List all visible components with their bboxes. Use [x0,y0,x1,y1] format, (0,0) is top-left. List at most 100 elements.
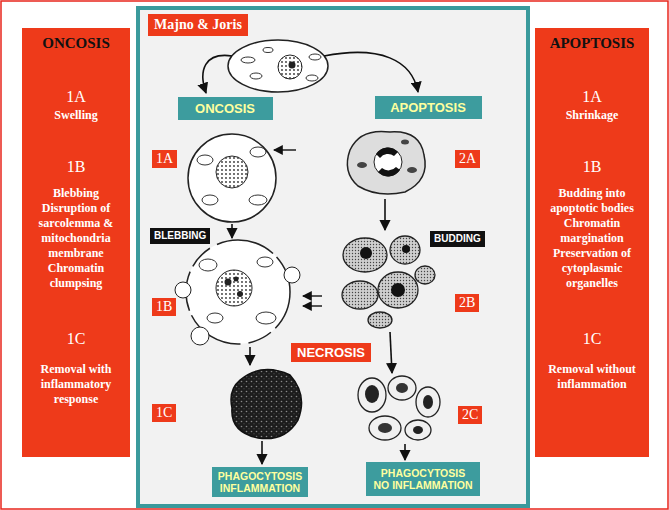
panel-num: 1A [26,88,126,106]
panel-body: Shrinkage [539,108,645,123]
outcome-tag: NECROSIS [291,343,371,362]
apoptotic-bodies [369,416,401,440]
center-panel [138,8,528,506]
normal-cell [250,73,262,79]
swollen-cell [216,156,248,188]
stage-arrow [390,332,392,373]
normal-cell [309,54,321,60]
box-label: PHAGOCYTOSIS [372,467,474,479]
apoptotic-bodies [358,376,440,440]
box-label: PHAGOCYTOSIS [218,470,302,482]
blebbing-cell [256,312,276,324]
pathway-box: APOPTOSIS [375,96,482,119]
shrunken-cell [374,148,402,176]
blebbing-cell [207,313,223,323]
normal-cell [263,48,273,53]
normal-cell [241,57,255,63]
box-label: NECROSIS [297,345,365,360]
budding-cell [342,281,378,309]
swollen-cell [250,147,266,157]
shrunken-cell [401,140,409,145]
blebbing-cell [175,282,191,298]
shrunken-cell [376,148,398,158]
apoptotic-bodies [423,395,433,409]
stage-arrow [404,444,406,460]
swollen-cell [249,195,267,205]
stage-arrow [231,224,233,238]
apoptotic-bodies [358,378,386,412]
panel-body: Budding into apoptotic bodies [539,186,645,216]
swollen-cell [274,149,296,150]
budding-cell [378,272,418,308]
panel-body: Blebbing [26,186,126,201]
box-label: 1B [156,299,172,315]
stage-number: 2C [458,406,482,424]
stage-number: 2A [455,150,480,168]
necrotic-cell [231,370,302,439]
panel-head: ONCOSIS [26,34,126,52]
shrunken-cell [378,167,400,176]
budding-cell [390,236,420,264]
swollen-cell [188,134,276,222]
apoptotic-bodies [405,420,431,440]
box-label: 1C [156,405,172,421]
panel-body: Swelling [26,108,126,123]
blebbing-cell [303,305,322,306]
side-panel: APOPTOSIS1AShrinkage1BBudding into apopt… [535,28,649,457]
apoptotic-bodies [378,423,392,433]
budding-cell [368,312,392,328]
panel-num: 1B [539,158,645,176]
blebbing-cell [191,327,209,345]
stage-number: 1C [152,404,176,422]
apoptotic-bodies [413,426,423,434]
apoptotic-bodies [416,387,440,417]
panel-head: APOPTOSIS [539,34,645,52]
normal-cell [278,55,302,79]
budding-cell [342,236,435,328]
apoptotic-bodies [365,385,379,403]
pathway-arrow [203,55,232,93]
box-label: BUDDING [434,233,481,245]
swollen-cell [188,134,296,222]
stage-number: 1B [152,298,176,316]
panel-body: Removal without inflammation [539,362,645,392]
box-label: BLEBBING [154,230,206,242]
normal-cell [289,62,296,69]
shrunken-cell [347,131,425,194]
author-label: Majno & Joris [148,14,248,36]
stage-number: 2B [455,294,479,312]
apoptotic-bodies [388,376,416,400]
stage-arrow [384,199,386,230]
pathway-box: ONCOSIS [178,97,273,120]
panel-body: Disruption of sarcolemma & mitochondria … [26,201,126,261]
panel-num: 1C [26,330,126,348]
blebbing-cell [284,267,300,283]
blebbing-cell [234,277,239,282]
outcome-box: PHAGOCYTOSISNO INFLAMMATION [366,462,480,496]
stage-arrow [249,347,251,365]
swollen-cell [197,155,213,165]
blebbing-cell [225,279,232,286]
blebbing-cell [175,240,322,345]
box-label: Majno & Joris [154,16,242,34]
box-label: APOPTOSIS [383,99,474,116]
stage-number: 1A [152,150,177,168]
normal-cell [306,75,318,81]
stage-arrow [261,441,263,464]
box-label: NO INFLAMMATION [372,479,474,491]
necrotic-cell [231,370,302,439]
process-tag: BLEBBING [150,228,210,244]
outcome-box: PHAGOCYTOSISINFLAMMATION [212,467,308,497]
box-label: 1A [156,151,173,167]
blebbing-cell [303,295,322,296]
panel-body: Removal with inflammatory response [26,362,126,407]
panel-body: Chromatin clumpsing [26,261,126,291]
normal-cell [228,40,328,92]
shrunken-cell [357,162,367,168]
budding-cell [343,238,387,272]
panel-num: 1B [26,158,126,176]
pathway-arrow [203,52,418,93]
blebbing-cell [199,259,217,271]
box-label: 2B [459,295,475,311]
